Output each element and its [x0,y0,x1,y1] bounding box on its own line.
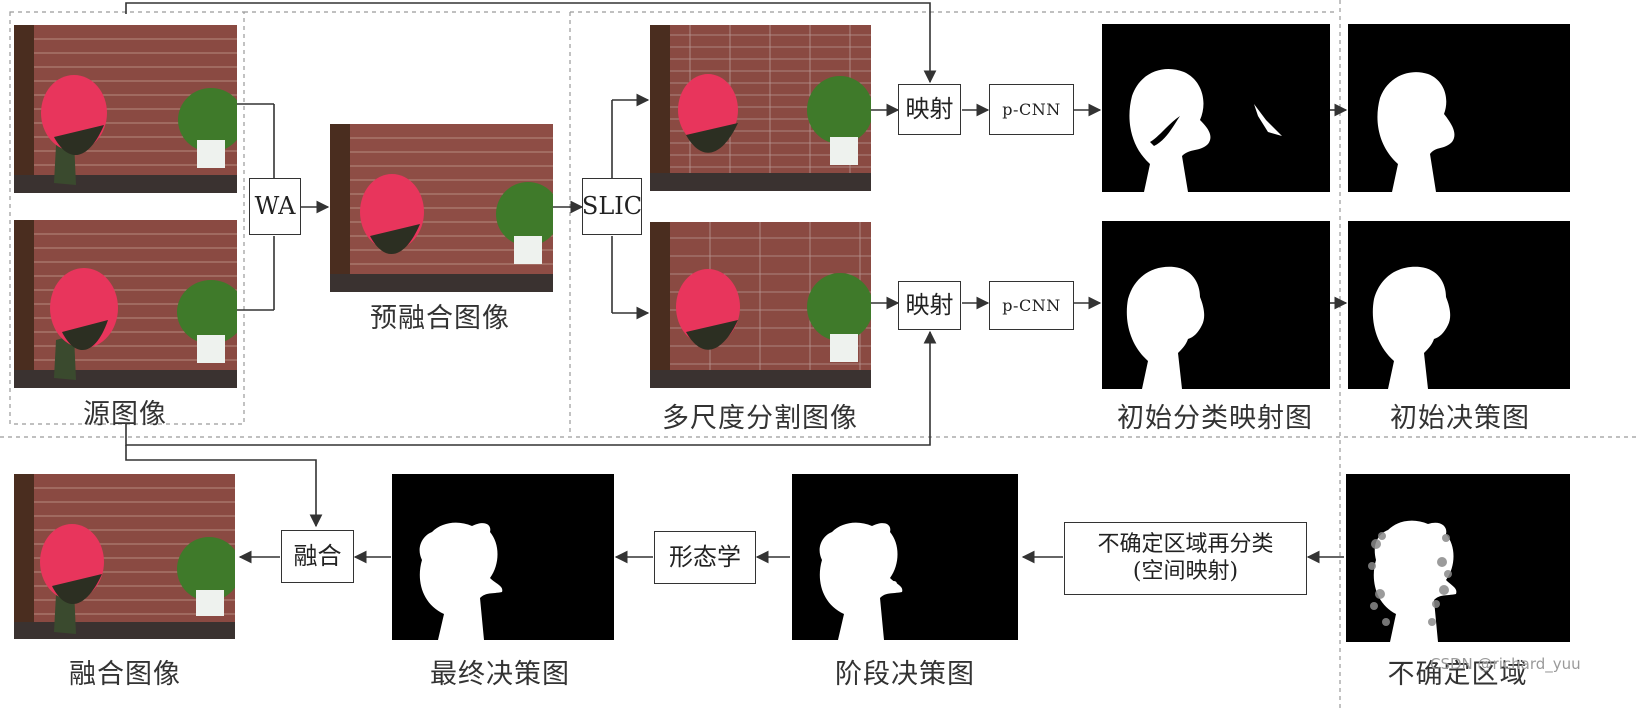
stage-decision-map [792,474,1018,640]
initial-decision-map-2 [1348,221,1570,389]
caption-multiscale-segmentation: 多尺度分割图像 [662,403,858,434]
segmentation-scale-2 [650,222,871,388]
mapping-box-bottom: 映射 [898,281,961,330]
caption-initial-decision-map: 初始决策图 [1390,403,1530,434]
morphology-box: 形态学 [654,531,756,584]
uncertain-reclassify-line1: 不确定区域再分类 [1097,532,1274,558]
cnn-box-top: p-CNN [989,84,1074,135]
pre-fused-image [330,124,553,292]
final-decision-map [392,474,614,640]
uncertain-reclassify-box: 不确定区域再分类 (空间映射) [1064,522,1307,595]
caption-fused-image: 融合图像 [69,659,181,690]
caption-stage-decision-map: 阶段决策图 [835,659,975,690]
initial-classification-map-1 [1102,24,1330,192]
source-image-2 [14,220,237,388]
caption-pre-fused-image: 预融合图像 [370,303,510,334]
caption-uncertain-region: 不确定区域 [1387,659,1528,690]
caption-initial-classification-map: 初始分类映射图 [1117,403,1313,434]
wa-box: WA [249,178,301,235]
caption-source-images: 源图像 [83,399,167,430]
source-image-1 [14,25,237,193]
watermark: CSDN @richard_yuu [1430,655,1581,673]
mapping-box-top: 映射 [898,84,961,135]
initial-decision-map-1 [1348,24,1570,192]
uncertain-region-map [1346,474,1570,642]
cnn-box-bottom: p-CNN [989,281,1074,330]
fusion-box: 融合 [281,530,354,583]
caption-final-decision-map: 最终决策图 [430,659,570,690]
wires [125,2,1348,564]
initial-classification-map-2 [1102,221,1330,389]
fused-image [14,474,235,639]
segmentation-scale-1 [650,25,871,191]
uncertain-reclassify-line2: (空间映射) [1132,558,1239,584]
slic-box: SLIC [582,178,642,235]
